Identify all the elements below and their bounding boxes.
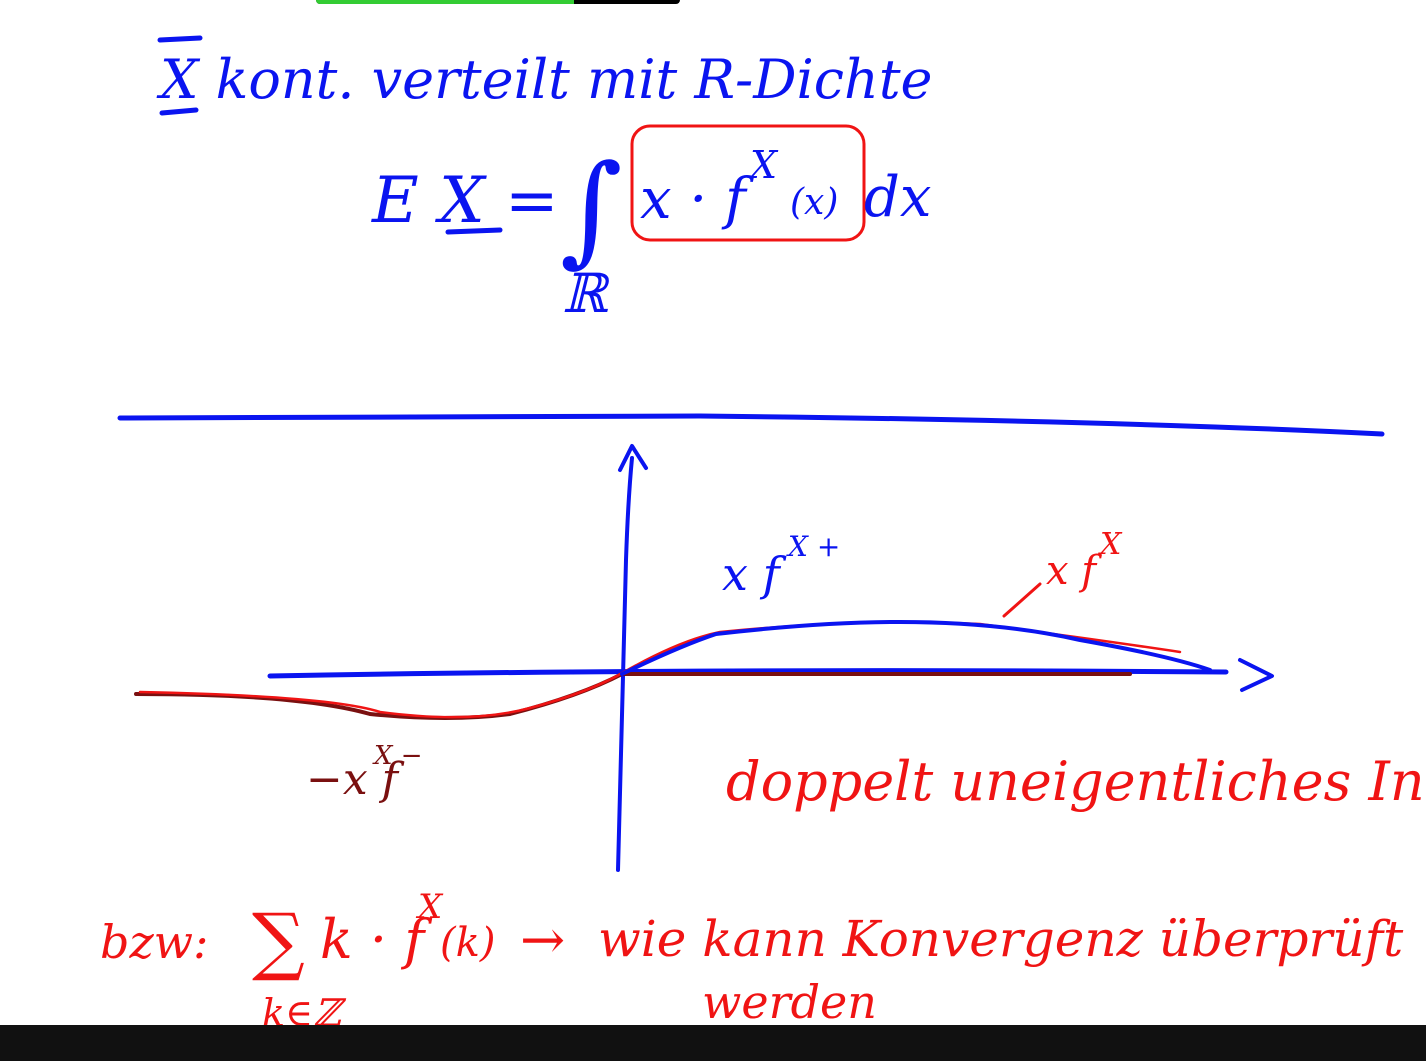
expectation-x-underline <box>445 227 503 235</box>
integrand-highlight-box <box>630 124 866 242</box>
positive-part-label: x f <box>722 547 787 601</box>
definition-line: X kont. verteilt mit R-Dichte <box>156 48 932 111</box>
integral-differential: dx <box>864 165 931 230</box>
integrand-curve-superscript: X <box>1098 527 1123 562</box>
progress-bar-fill <box>316 0 575 4</box>
sum-symbol: ∑ <box>252 898 305 984</box>
function-sketch: x f X + x f X −x f X − doppelt uneigentl… <box>134 444 1426 872</box>
improper-integral-note: doppelt uneigentliches Integral <box>726 750 1426 813</box>
sum-term-argument: (k) <box>440 920 495 966</box>
integral-sign: ∫ <box>560 140 623 279</box>
discrete-case-notes: bzw: ∑ k∈ℤ k · f X (k) → wie kann Konver… <box>100 887 1404 1035</box>
convergence-question-line2: werden <box>702 975 877 1029</box>
x-axis-arrowhead <box>1238 658 1274 692</box>
y-axis-arrowhead <box>618 444 648 472</box>
integrand-curve-label: x f <box>1046 548 1102 594</box>
x-bar-overline <box>157 35 203 43</box>
sum-term-superscript: X <box>415 887 444 927</box>
negative-part-curve <box>134 672 1132 720</box>
x-underline <box>159 107 199 116</box>
bottom-border-bar <box>0 1025 1426 1061</box>
bzw-prefix: bzw: <box>100 915 209 969</box>
integral-domain: ℝ <box>562 262 610 325</box>
section-separator-line <box>117 413 1385 437</box>
sum-term: k · f <box>320 908 432 971</box>
y-axis <box>616 456 634 872</box>
positive-part-curve <box>620 619 1212 676</box>
integrand-superscript: X <box>747 143 779 187</box>
x-axis <box>267 668 1229 679</box>
negative-part-superscript: X − <box>372 741 423 771</box>
integrand: x · f <box>640 167 755 232</box>
definition-notes: X kont. verteilt mit R-Dichte E X = ∫ ℝ … <box>156 35 932 325</box>
positive-part-superscript: X + <box>786 530 840 563</box>
expectation-lhs: E X = <box>371 164 559 238</box>
convergence-question-line1: wie kann Konvergenz überprüft <box>598 910 1404 968</box>
integrand-argument: (x) <box>790 182 838 223</box>
negative-part-label: −x f <box>306 754 405 805</box>
implies-arrow: → <box>520 908 565 971</box>
progress-bar <box>316 0 680 4</box>
curve-label-pointer <box>1002 582 1042 618</box>
